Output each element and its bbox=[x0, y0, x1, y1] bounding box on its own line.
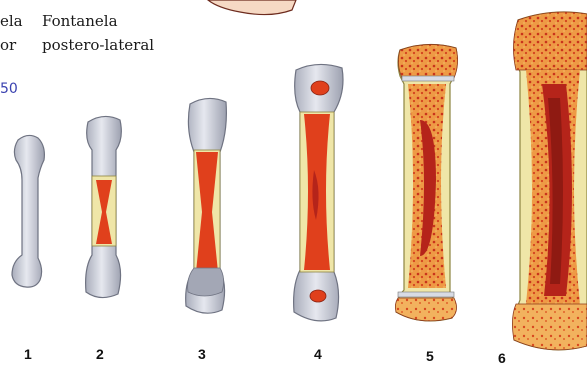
bone-stage-6 bbox=[512, 12, 587, 350]
bone-stage-3 bbox=[186, 98, 227, 313]
stage-number-2: 2 bbox=[96, 346, 104, 362]
skull-fragment bbox=[208, 0, 296, 15]
bone-stage-4 bbox=[294, 64, 343, 320]
bone-stage-2 bbox=[86, 116, 122, 297]
stage-number-6: 6 bbox=[498, 350, 506, 366]
stage-number-5: 5 bbox=[426, 348, 434, 364]
bone-stage-5 bbox=[395, 44, 457, 320]
stage-number-3: 3 bbox=[198, 346, 206, 362]
stage-number-1: 1 bbox=[24, 346, 32, 362]
bone-stage-1 bbox=[12, 135, 44, 287]
stage-number-4: 4 bbox=[314, 346, 322, 362]
